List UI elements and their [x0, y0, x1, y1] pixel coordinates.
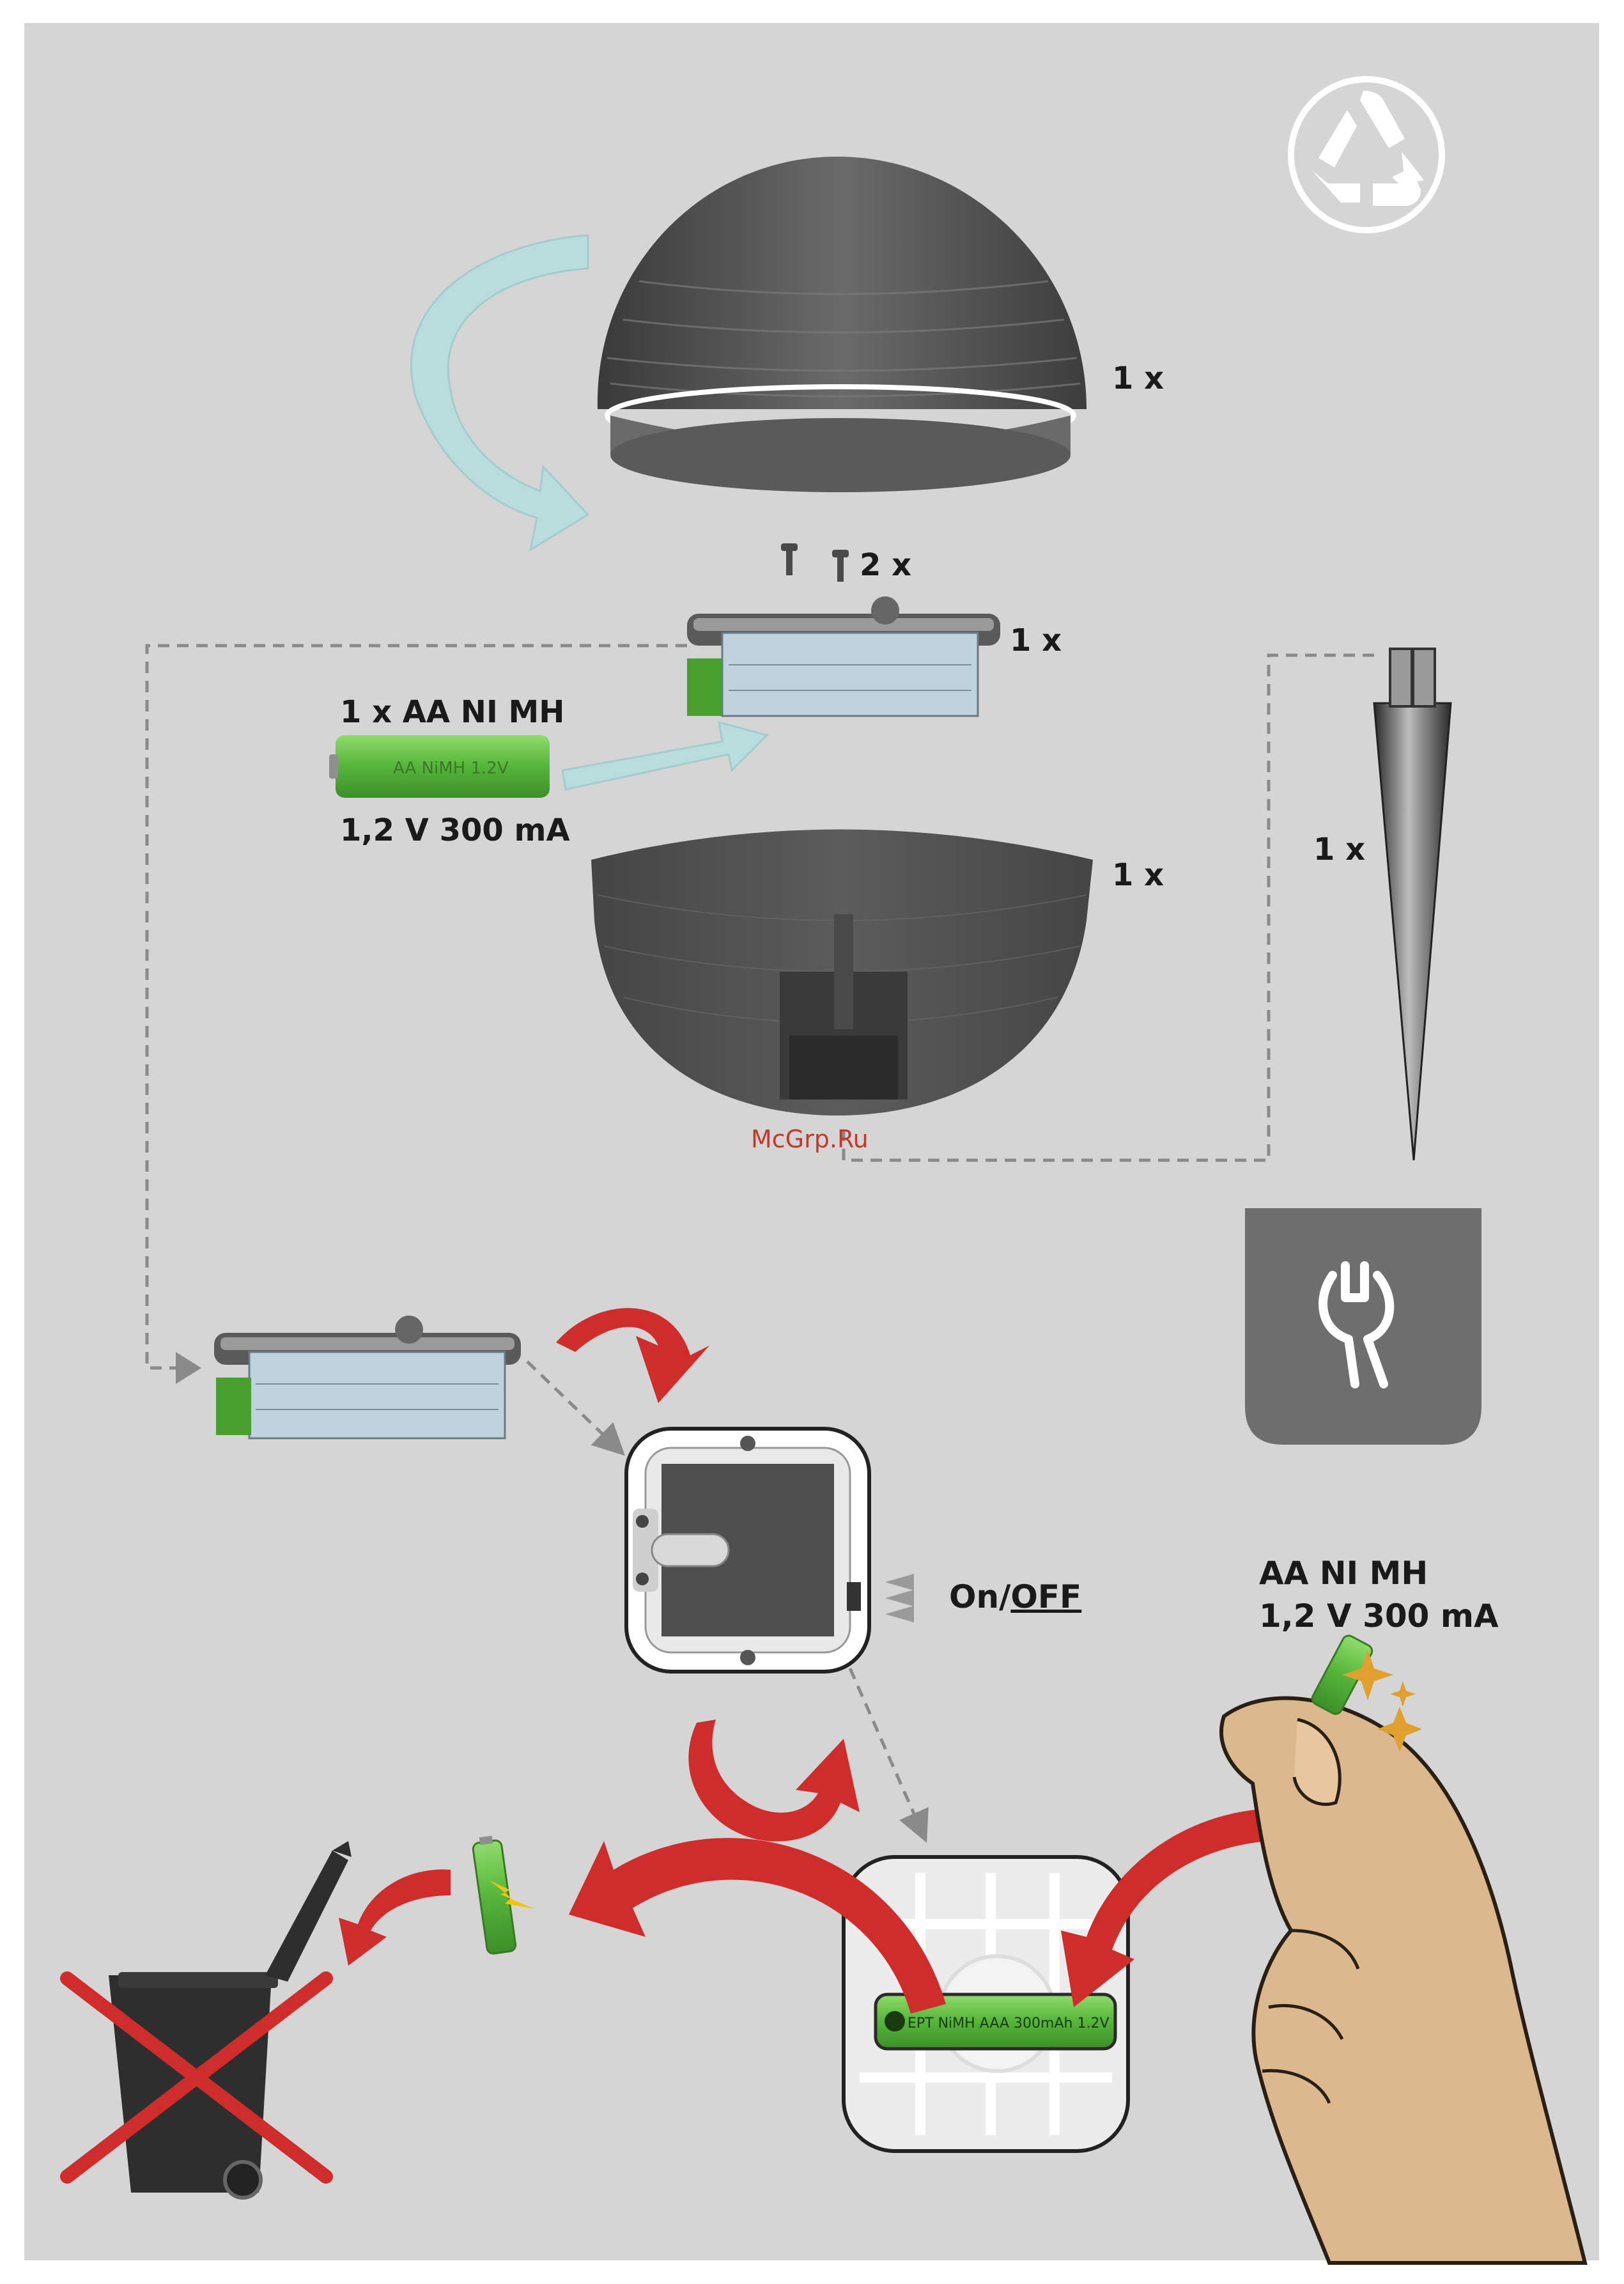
screws-count: 2 x — [860, 547, 911, 583]
base-count: 1 x — [1112, 857, 1164, 893]
switch-off-label: OFF — [1010, 1578, 1081, 1615]
replace-type-label: AA NI MH — [1259, 1555, 1428, 1592]
battery-compartment: EPT NiMH AAA 300mAh 1.2V — [844, 1857, 1128, 2151]
solar-module-bottom — [214, 1316, 521, 1438]
aa-battery: AA NiMH 1.2V — [329, 735, 550, 798]
battery-type-label: 1 x AA NI MH — [340, 694, 564, 730]
battery-spec-label: 1,2 V 300 mA — [340, 812, 570, 848]
dome-count: 1 x — [1112, 361, 1164, 396]
battery-print: AA NiMH 1.2V — [393, 759, 509, 778]
switch-pointer-arrows — [885, 1574, 914, 1622]
replace-spec-label: 1,2 V 300 mA — [1259, 1597, 1499, 1635]
stake-count: 1 x — [1313, 832, 1365, 867]
solar-module-top — [687, 596, 1000, 716]
switch-label: On/OFF — [949, 1578, 1081, 1615]
wrench-panel — [1245, 1208, 1481, 1445]
module-count: 1 x — [1010, 623, 1062, 658]
switch-on-label: On/ — [949, 1578, 1011, 1615]
solar-panel-module — [626, 1429, 869, 1672]
battery-print-small: EPT NiMH AAA 300mAh 1.2V — [908, 2016, 1110, 2032]
watermark: McGrp.Ru — [751, 1125, 869, 1153]
